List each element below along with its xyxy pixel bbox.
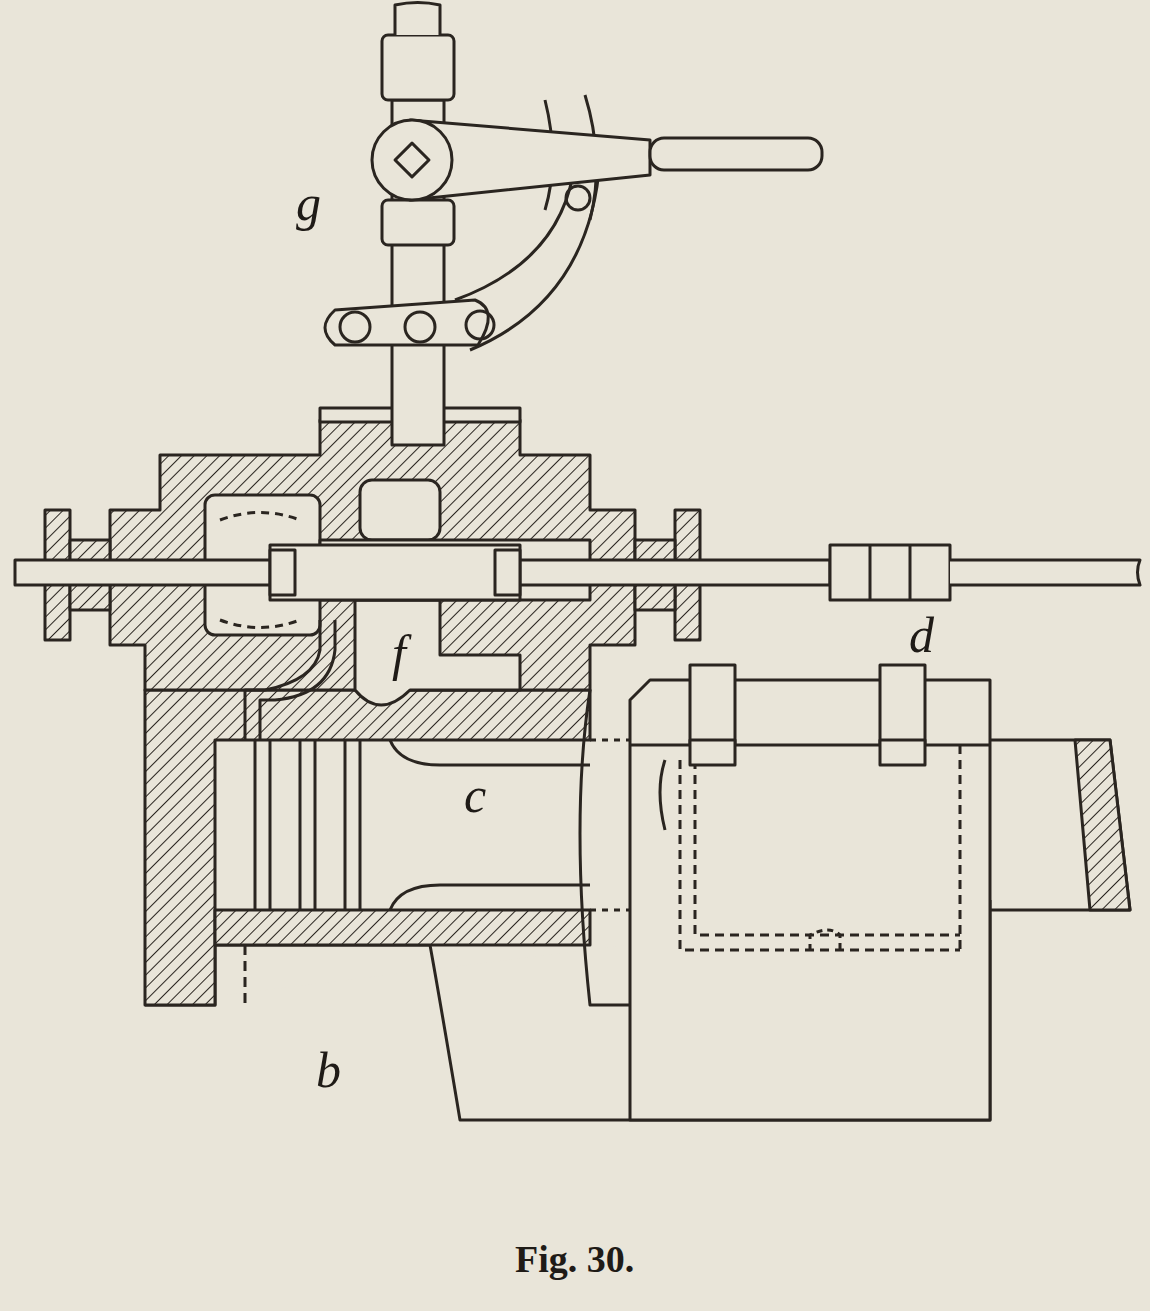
part-letter: c — [460, 770, 490, 820]
part-letter: d — [905, 610, 938, 660]
part-letter: f — [388, 628, 410, 678]
part-letter: g — [292, 178, 325, 228]
part-letter: b — [312, 1045, 345, 1095]
figure-caption: Fig. 30. — [515, 1240, 634, 1278]
